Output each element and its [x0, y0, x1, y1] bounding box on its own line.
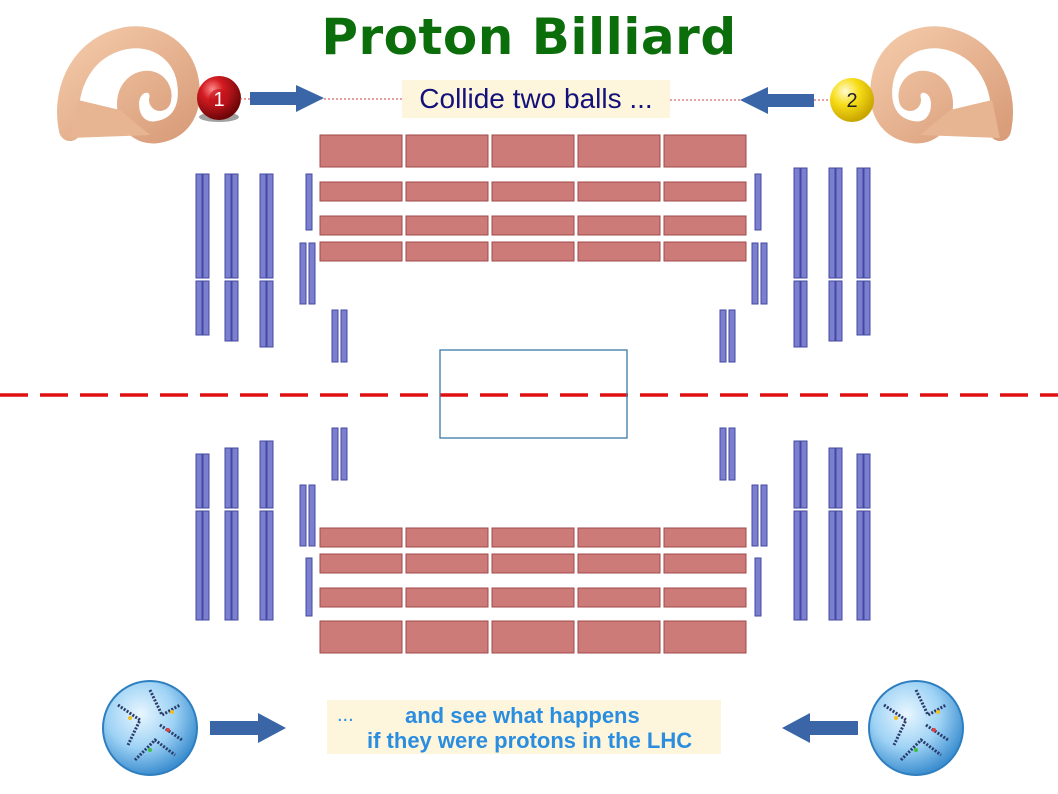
- calorimeter-block: [577, 241, 661, 262]
- left-hand-icon: [57, 26, 200, 144]
- calorimeter-block: [491, 587, 575, 608]
- calorimeter-block: [319, 587, 403, 608]
- calorimeter-block: [577, 215, 661, 236]
- left-proton-icon: [102, 680, 198, 776]
- calorimeter-block: [491, 134, 575, 168]
- calorimeter-block: [319, 241, 403, 262]
- calorimeter-block: [663, 553, 747, 574]
- billiard-ball-1-icon: 1: [197, 76, 241, 122]
- calorimeter-block: [491, 527, 575, 548]
- calorimeter-block: [491, 241, 575, 262]
- calorimeter-block: [577, 587, 661, 608]
- calorimeter-block: [405, 181, 489, 202]
- calorimeter-block: [405, 241, 489, 262]
- calorimeter-block: [663, 181, 747, 202]
- calorimeter-block: [405, 527, 489, 548]
- calorimeter-block: [405, 134, 489, 168]
- calorimeter-block: [663, 527, 747, 548]
- top-caption: Collide two balls ...: [402, 80, 670, 118]
- calorimeter-block: [663, 587, 747, 608]
- top-left-arrow-icon: [250, 85, 324, 112]
- bottom-left-arrow-icon: [210, 713, 286, 743]
- inner-tracker-box: [439, 349, 628, 439]
- calorimeter-block: [319, 215, 403, 236]
- slide-title: Proton Billiard: [321, 8, 737, 66]
- calorimeter-block: [319, 181, 403, 202]
- calorimeter-block: [577, 134, 661, 168]
- calorimeter-block: [319, 620, 403, 654]
- calorimeter-block: [491, 181, 575, 202]
- calorimeter-block: [491, 215, 575, 236]
- calorimeter-block: [405, 215, 489, 236]
- top-right-arrow-icon: [740, 87, 814, 114]
- right-hand-icon: [870, 26, 1013, 144]
- calorimeter-block: [663, 134, 747, 168]
- bottom-caption-line-1: and see what happens: [405, 703, 640, 728]
- calorimeter-block: [663, 215, 747, 236]
- calorimeter-block: [405, 620, 489, 654]
- calorimeter-block: [491, 620, 575, 654]
- right-proton-icon: [868, 680, 964, 776]
- calorimeter-block: [663, 241, 747, 262]
- ball-2-label: 2: [846, 90, 857, 112]
- calorimeter-block: [491, 553, 575, 574]
- calorimeter-block: [319, 553, 403, 574]
- calorimeter-block: [663, 620, 747, 654]
- muon-chambers: [195, 167, 871, 621]
- calorimeter-block: [577, 527, 661, 548]
- bottom-caption-ellipsis: ...: [337, 704, 354, 726]
- calorimeter-block: [319, 134, 403, 168]
- calorimeter-block: [577, 553, 661, 574]
- bottom-caption-line-2: if they were protons in the LHC: [367, 728, 693, 753]
- calorimeter-block: [405, 587, 489, 608]
- bottom-right-arrow-icon: [782, 713, 858, 743]
- calorimeter-block: [319, 527, 403, 548]
- billiard-ball-2-icon: 2: [830, 78, 874, 122]
- bottom-caption: ... and see what happens if they were pr…: [327, 700, 721, 754]
- calorimeter-blocks: [319, 134, 747, 654]
- calorimeter-block: [577, 181, 661, 202]
- calorimeter-block: [577, 620, 661, 654]
- ball-1-label: 1: [213, 89, 224, 111]
- calorimeter-block: [405, 553, 489, 574]
